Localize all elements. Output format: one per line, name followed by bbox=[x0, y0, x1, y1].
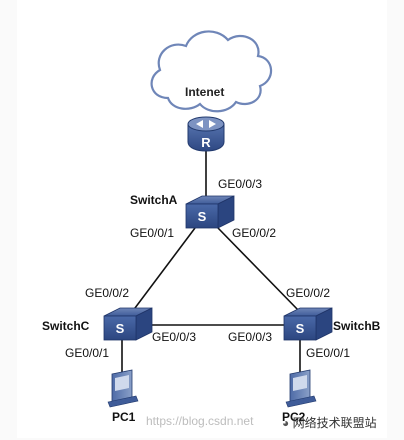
port-switch-c-ge001: GE0/0/1 bbox=[65, 346, 110, 360]
port-switch-c-ge003: GE0/0/3 bbox=[152, 330, 197, 344]
switch-b-icon: S bbox=[283, 307, 333, 341]
svg-text:S: S bbox=[296, 321, 305, 336]
svg-text:S: S bbox=[198, 209, 207, 224]
watermark-url: https://blog.csdn.net bbox=[146, 414, 254, 428]
port-switch-b-ge003: GE0/0/3 bbox=[228, 330, 273, 344]
cloud-icon bbox=[150, 30, 273, 113]
links bbox=[121, 150, 301, 372]
port-switch-b-ge001: GE0/0/1 bbox=[306, 346, 351, 360]
switch-b-name: SwitchB bbox=[333, 319, 381, 333]
watermark-badge-text: 网络技术联盟站 bbox=[292, 416, 377, 430]
port-switch-b-ge002: GE0/0/2 bbox=[286, 286, 331, 300]
port-switch-a-ge002: GE0/0/2 bbox=[232, 226, 277, 240]
switch-a-icon: S bbox=[185, 195, 235, 229]
pc1-icon bbox=[107, 369, 139, 408]
watermark-badge: ◕ 网络技术联盟站 bbox=[282, 414, 377, 431]
link-switch-a-switch-c bbox=[131, 227, 196, 313]
router-icon: R bbox=[187, 116, 225, 152]
switch-c-name: SwitchC bbox=[42, 319, 90, 333]
svg-text:R: R bbox=[201, 135, 211, 150]
switch-a-name: SwitchA bbox=[130, 193, 178, 207]
pc1-name: PC1 bbox=[112, 410, 136, 424]
wechat-icon: ◕ bbox=[282, 416, 290, 430]
port-switch-c-ge002: GE0/0/2 bbox=[85, 286, 130, 300]
port-switch-a-ge001: GE0/0/1 bbox=[130, 226, 175, 240]
pc2-icon bbox=[285, 369, 317, 408]
switch-c-icon: S bbox=[103, 307, 153, 341]
link-switch-a-switch-b bbox=[217, 227, 301, 313]
cloud-label: Intenet bbox=[185, 85, 225, 99]
pc2-name: PC2 bbox=[282, 410, 306, 424]
svg-text:S: S bbox=[116, 321, 125, 336]
port-switch-a-ge003: GE0/0/3 bbox=[218, 177, 263, 191]
